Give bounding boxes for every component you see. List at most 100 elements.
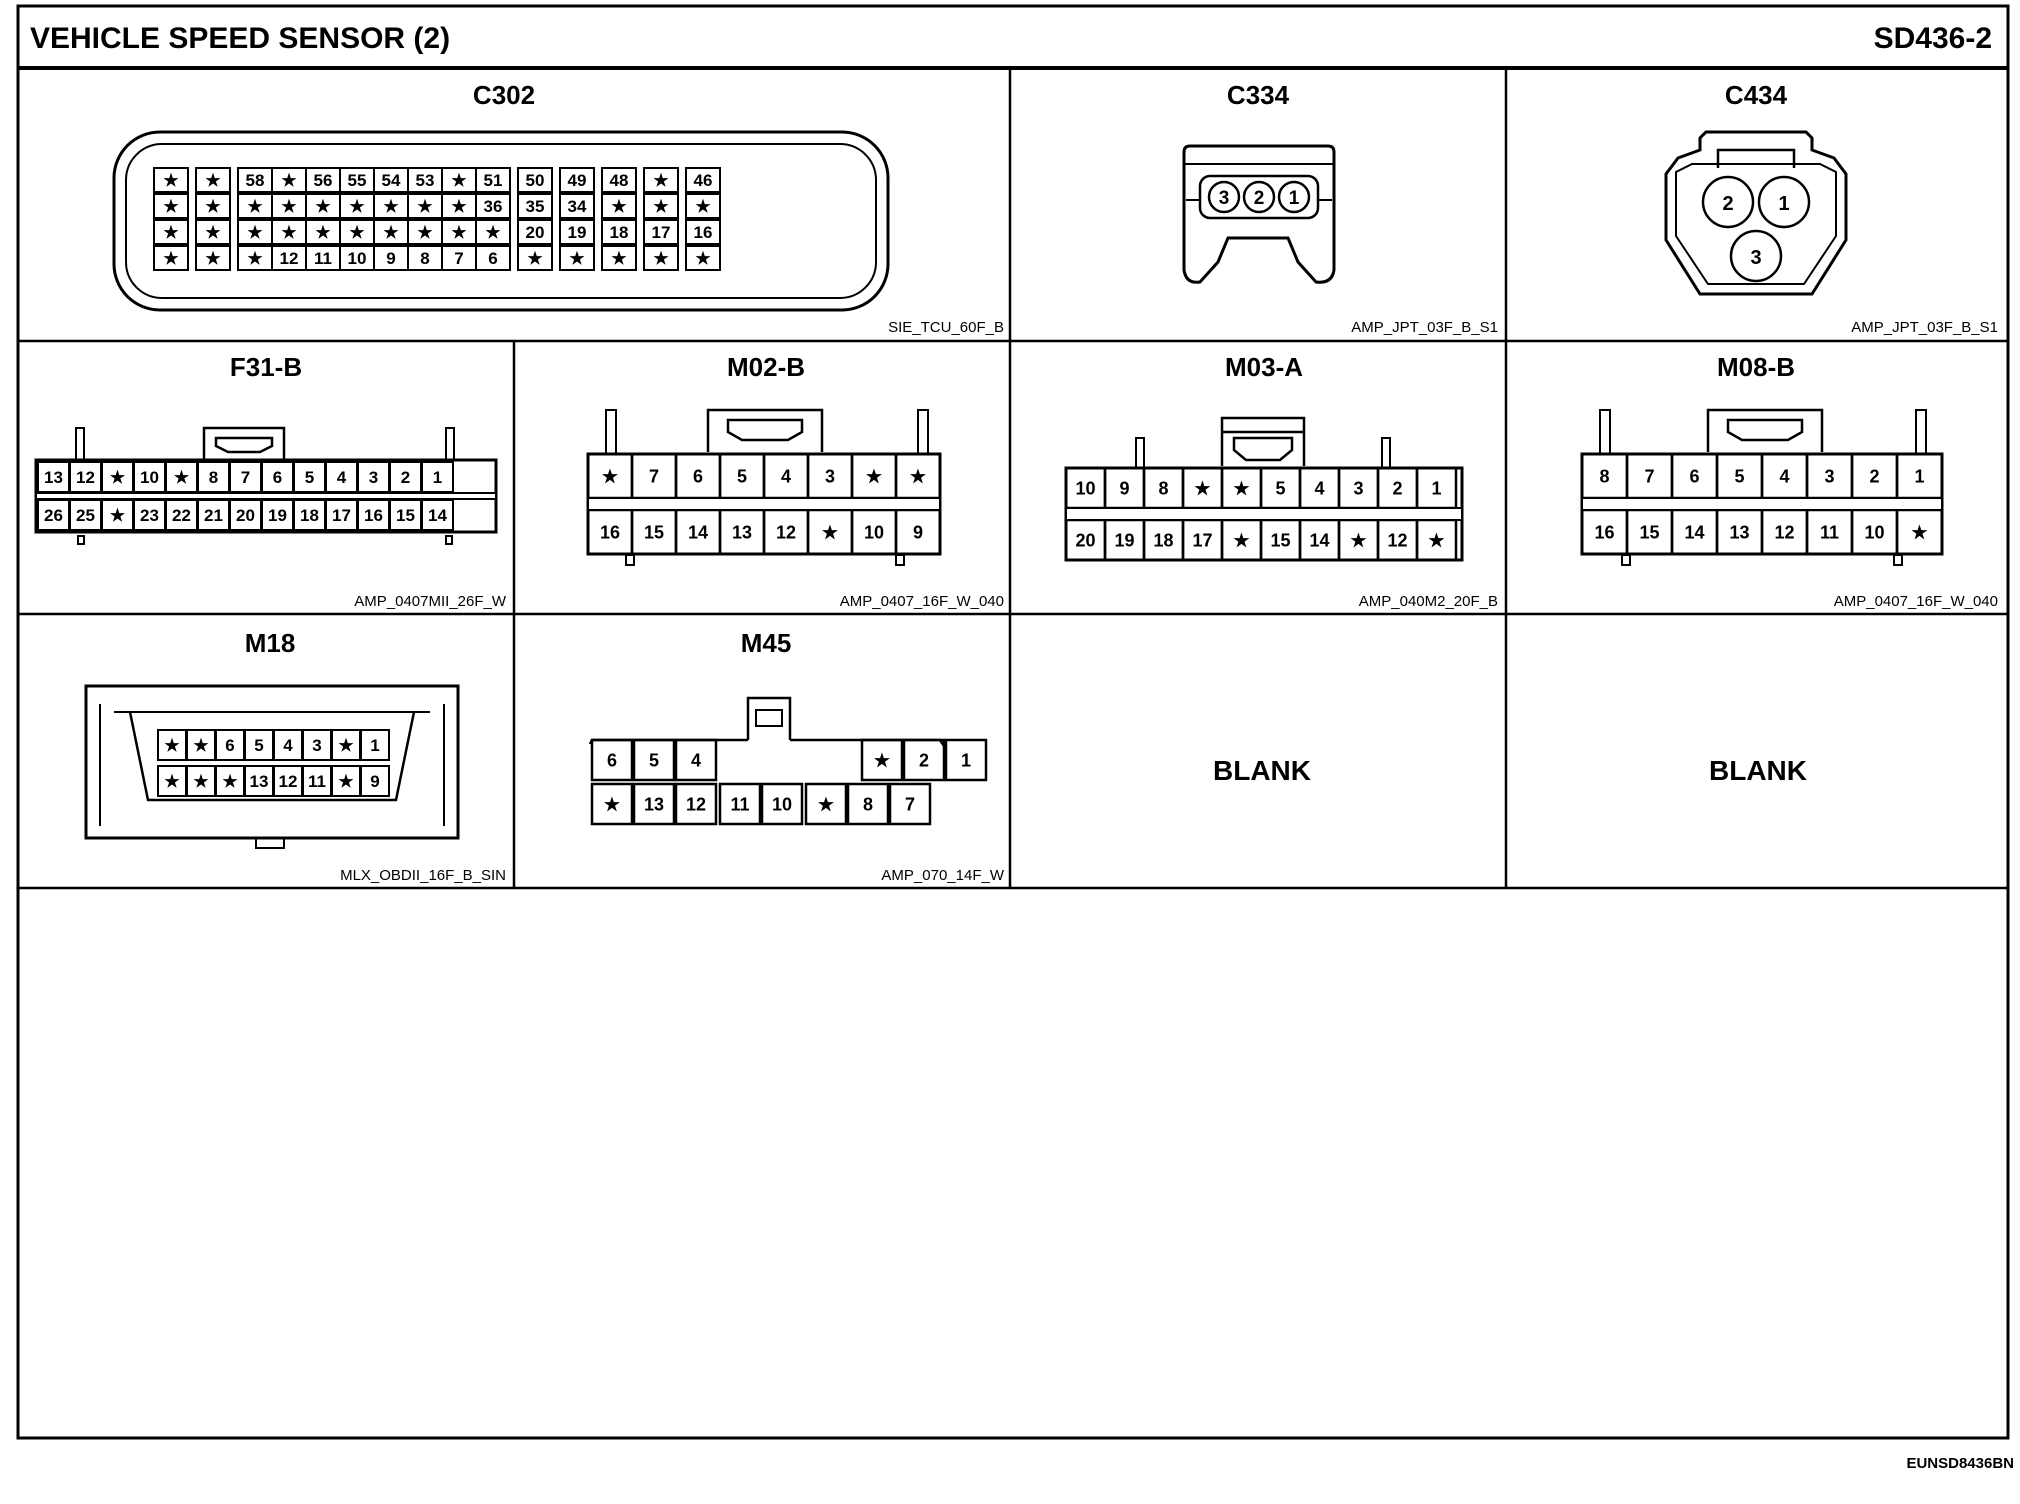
f31b-pin-r1-c6: 8 bbox=[197, 461, 230, 493]
m45-pin-r1-c4: ★ bbox=[860, 738, 904, 782]
c302-pin-r1-c3: 58 bbox=[237, 167, 273, 193]
m18-pin-r2-c5: 12 bbox=[273, 765, 303, 797]
m08b-pin-r2-c8: ★ bbox=[1895, 508, 1944, 556]
footer-code: EUNSD8436BN bbox=[1906, 1455, 2014, 1472]
svg-text:20: 20 bbox=[236, 506, 255, 525]
f31b-row-divider bbox=[35, 492, 497, 500]
m02b-pin-r2-c4: 13 bbox=[718, 508, 766, 556]
m03a-pin-r1-c3: 8 bbox=[1142, 466, 1185, 510]
svg-text:★: ★ bbox=[247, 249, 263, 268]
connector-f31b-part: AMP_0407MII_26F_W bbox=[354, 593, 507, 610]
f31b-pin-r1-c12: 2 bbox=[389, 461, 422, 493]
svg-text:2: 2 bbox=[919, 750, 929, 770]
svg-text:★: ★ bbox=[417, 223, 433, 242]
svg-text:3: 3 bbox=[1219, 188, 1230, 209]
svg-text:★: ★ bbox=[569, 249, 585, 268]
svg-text:★: ★ bbox=[163, 171, 179, 190]
svg-text:★: ★ bbox=[205, 197, 221, 216]
svg-text:15: 15 bbox=[1639, 522, 1659, 542]
svg-text:19: 19 bbox=[1114, 530, 1134, 550]
svg-text:20: 20 bbox=[1075, 530, 1095, 550]
m08b-post-right bbox=[1915, 409, 1927, 455]
svg-text:8: 8 bbox=[1599, 466, 1609, 486]
c302-pin-r2-c13: ★ bbox=[601, 193, 637, 219]
m03a-pin-r1-c8: 3 bbox=[1337, 466, 1380, 510]
m02b-pin-r1-c6: 3 bbox=[806, 452, 854, 500]
svg-text:★: ★ bbox=[193, 736, 209, 755]
svg-text:4: 4 bbox=[1779, 466, 1789, 486]
m45-pin-r1-c3: 4 bbox=[674, 738, 718, 782]
f31b-pin-r2-c10: 17 bbox=[325, 499, 358, 531]
c302-pin-r2-c1: ★ bbox=[153, 193, 189, 219]
svg-text:★: ★ bbox=[383, 197, 399, 216]
svg-text:★: ★ bbox=[1233, 478, 1250, 498]
svg-text:46: 46 bbox=[694, 171, 713, 190]
m18-shell bbox=[84, 684, 460, 840]
svg-text:★: ★ bbox=[281, 223, 297, 242]
m18-pin-r1-c5: 4 bbox=[273, 729, 303, 761]
svg-text:★: ★ bbox=[163, 249, 179, 268]
svg-text:9: 9 bbox=[913, 522, 923, 542]
svg-text:★: ★ bbox=[604, 794, 621, 814]
c302-pin-r4-c13: ★ bbox=[601, 245, 637, 271]
m08b-pin-r2-c3: 14 bbox=[1670, 508, 1719, 556]
m08b-pin-r1-c8: 1 bbox=[1895, 452, 1944, 500]
c302-pin-r2-c12: 34 bbox=[559, 193, 595, 219]
c302-pin-r3-c9: ★ bbox=[441, 219, 477, 245]
svg-text:★: ★ bbox=[611, 197, 627, 216]
c302-pin-r3-c3: ★ bbox=[237, 219, 273, 245]
c434-housing bbox=[1664, 130, 1848, 296]
svg-text:2: 2 bbox=[401, 468, 410, 487]
c302-pin-r4-c5: 11 bbox=[305, 245, 341, 271]
m45-pin-r2-c7: 8 bbox=[846, 782, 890, 826]
svg-text:14: 14 bbox=[428, 506, 447, 525]
svg-text:7: 7 bbox=[905, 794, 915, 814]
svg-text:★: ★ bbox=[818, 794, 835, 814]
svg-text:5: 5 bbox=[737, 466, 747, 486]
m08b-pin-r2-c6: 11 bbox=[1805, 508, 1854, 556]
c302-pin-r1-c2: ★ bbox=[195, 167, 231, 193]
connector-m45-part: AMP_070_14F_W bbox=[881, 867, 1004, 884]
svg-text:★: ★ bbox=[695, 197, 711, 216]
connector-m08b-name: M08-B bbox=[1717, 352, 1795, 382]
connector-m18-name: M18 bbox=[245, 628, 296, 658]
m18-pin-r1-c2: ★ bbox=[186, 729, 216, 761]
m45-pin-r1-c6: 1 bbox=[944, 738, 988, 782]
m18-pin-r2-c2: ★ bbox=[186, 765, 216, 797]
c302-pin-r3-c4: ★ bbox=[271, 219, 307, 245]
c302-shell-outer bbox=[112, 130, 890, 312]
svg-text:2: 2 bbox=[1254, 188, 1265, 209]
svg-text:48: 48 bbox=[610, 171, 629, 190]
connector-m02b-part: AMP_0407_16F_W_040 bbox=[840, 593, 1004, 610]
m45-pin-r2-c5: 10 bbox=[760, 782, 804, 826]
svg-text:★: ★ bbox=[611, 249, 627, 268]
svg-text:★: ★ bbox=[653, 171, 669, 190]
svg-text:3: 3 bbox=[825, 466, 835, 486]
connector-m02b-name: M02-B bbox=[727, 352, 805, 382]
svg-text:5: 5 bbox=[254, 736, 263, 755]
m02b-pin-r2-c1: 16 bbox=[586, 508, 634, 556]
f31b-pin-r1-c9: 5 bbox=[293, 461, 326, 493]
m45-pin-r2-c4: 11 bbox=[718, 782, 762, 826]
svg-text:34: 34 bbox=[568, 197, 587, 216]
m08b-row-divider bbox=[1581, 497, 1943, 511]
f31b-post-left bbox=[75, 427, 85, 461]
m18-pin-r1-c6: 3 bbox=[302, 729, 332, 761]
svg-text:9: 9 bbox=[386, 249, 395, 268]
m03a-pin-r1-c5: ★ bbox=[1220, 466, 1263, 510]
m03a-pin-r1-c9: 2 bbox=[1376, 466, 1419, 510]
svg-text:★: ★ bbox=[247, 223, 263, 242]
c302-pin-r4-c10: 6 bbox=[475, 245, 511, 271]
m08b-pin-r1-c3: 6 bbox=[1670, 452, 1719, 500]
m45-latch-inner bbox=[755, 709, 783, 727]
m45-pin-r1-c5: 2 bbox=[902, 738, 946, 782]
m45-pin-r1-c1: 6 bbox=[590, 738, 634, 782]
svg-text:3: 3 bbox=[312, 736, 321, 755]
m18-pin-r1-c7: ★ bbox=[331, 729, 361, 761]
svg-text:21: 21 bbox=[204, 506, 223, 525]
m03a-pin-r1-c10: 1 bbox=[1415, 466, 1458, 510]
m03a-post-left bbox=[1135, 437, 1145, 469]
